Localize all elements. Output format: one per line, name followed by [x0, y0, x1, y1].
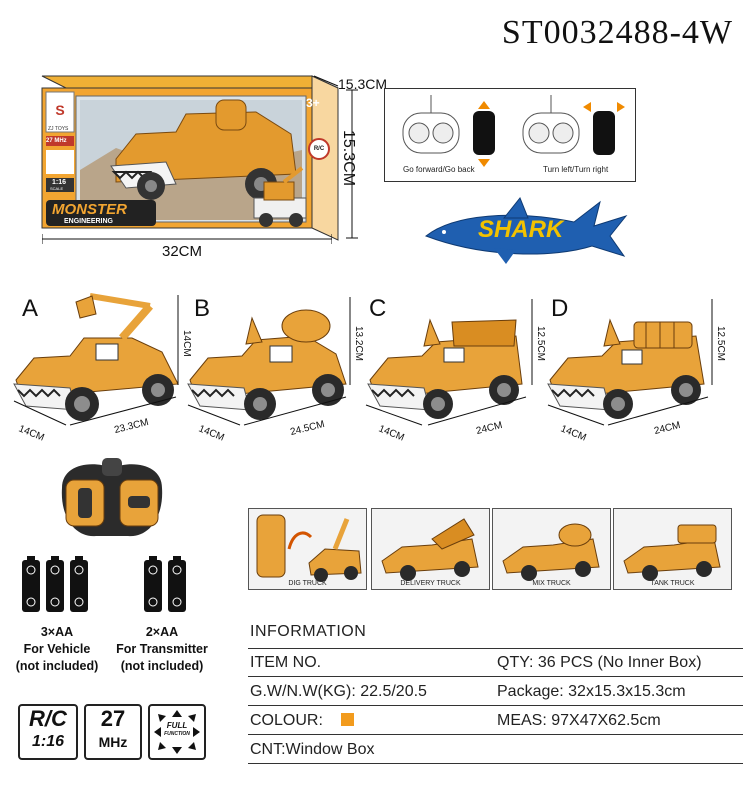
forward-back-arrows-icon — [473, 101, 495, 167]
box-width-label: 32CM — [162, 243, 203, 260]
truck-variant-c — [366, 306, 526, 422]
freq-badge-bottom: MHz — [98, 734, 128, 750]
freq-badge-top: 27 — [100, 706, 126, 731]
svg-text:S: S — [55, 102, 64, 118]
transmitter-battery-text: 2×AA For Transmitter (not included) — [112, 624, 212, 675]
dig-panel-image — [256, 514, 362, 582]
weight-value: G.W/N.W(KG): 22.5/20.5 — [250, 683, 427, 700]
rc-scale-badge: R/C 1:16 — [18, 704, 78, 760]
box-depth-label: 15.3CM — [338, 76, 388, 92]
shark-icon — [424, 197, 628, 264]
variant-dimension-lines — [13, 295, 713, 426]
truck-variant-d — [546, 306, 708, 422]
item-no-label: ITEM NO. — [250, 654, 322, 671]
controls-diagram: Go forward/Go back Turn left/Turn right — [384, 88, 636, 182]
vehicle-batteries-icon — [22, 556, 88, 612]
meas-value: MEAS: 97X47X62.5cm — [497, 712, 661, 729]
dig-truck-image — [13, 293, 179, 421]
variant-letter-d: D — [551, 295, 569, 322]
box-age-badge: 3+ — [306, 96, 320, 110]
box-scale-tag: 1:16 — [52, 179, 67, 186]
information-heading: INFORMATION — [250, 623, 367, 640]
transmitter-batteries-icon — [144, 556, 186, 612]
function-panel-delivery: DELIVERY TRUCK — [371, 508, 490, 590]
info-row-line-4 — [248, 734, 743, 735]
delivery-panel-image — [381, 518, 479, 581]
mix-truck-image — [187, 309, 347, 420]
variant-letter-b: B — [194, 295, 211, 322]
transmitter-battery-for: For Transmitter — [116, 642, 208, 656]
function-panel-dig: DIG TRUCK — [248, 508, 367, 590]
delivery-truck-caption: DELIVERY TRUCK — [400, 580, 461, 587]
info-row-line-5 — [248, 763, 743, 764]
box-height-label: 15.3CM — [340, 130, 357, 187]
vehicle-battery-for: For Vehicle — [23, 642, 91, 656]
controls-drawing — [402, 95, 625, 167]
transmitter-battery-count: 2×AA — [145, 625, 179, 639]
box-rc-badge: R/C — [308, 138, 330, 160]
forward-back-caption: Go forward/Go back — [403, 165, 475, 174]
remote-controller-image — [52, 458, 172, 540]
shark-text: SHARK — [478, 216, 564, 243]
colour-label: COLOUR: — [250, 712, 323, 729]
dig-truck-caption: DIG TRUCK — [288, 580, 327, 587]
package-box-image: S ZJ TOYS 27 MHz 1:16 SCALE MONSTER ENGI… — [36, 70, 346, 245]
info-row-line-2 — [248, 676, 743, 677]
package-box-drawing: S — [41, 75, 339, 241]
variant-letter-c: C — [369, 295, 387, 322]
box-width-line — [42, 234, 332, 244]
rc-badge-top: R/C — [29, 706, 67, 731]
sku-code: ST0032488-4W — [501, 14, 733, 51]
info-row-line-1 — [248, 648, 743, 649]
variant-d-height: 12.5CM — [715, 326, 726, 362]
vehicle-battery-count: 3×AA — [40, 625, 74, 639]
rc-badge-bottom: 1:16 — [31, 733, 65, 750]
variant-b-height: 13.2CM — [353, 326, 364, 362]
func-badge-top: FULL — [166, 721, 188, 730]
remote-icon — [61, 458, 163, 537]
tank-panel-image — [623, 524, 721, 581]
box-maker-label: ZJ TOYS — [48, 126, 69, 132]
package-value: Package: 32x15.3x15.3cm — [497, 683, 686, 700]
cnt-value: CNT:Window Box — [250, 741, 375, 758]
mix-truck-caption: MIX TRUCK — [532, 580, 571, 587]
variant-letter-a: A — [22, 295, 39, 322]
tank-truck-caption: TANK TRUCK — [650, 580, 695, 587]
func-badge-bottom: FUNCTION — [164, 731, 190, 737]
box-brand-bottom: ENGINEERING — [64, 218, 114, 225]
truck-variant-b — [186, 300, 351, 422]
turn-caption: Turn left/Turn right — [543, 165, 609, 174]
box-brand-top: MONSTER — [52, 201, 127, 218]
shark-logo: SHARK — [424, 196, 628, 268]
function-panel-tank: TANK TRUCK — [613, 508, 732, 590]
variant-c-height: 12.5CM — [535, 326, 546, 362]
left-right-arrows-icon — [583, 102, 625, 155]
vehicle-battery-text: 3×AA For Vehicle (not included) — [10, 624, 104, 675]
delivery-truck-image — [367, 318, 523, 419]
variant-a-height: 14CM — [181, 330, 192, 357]
function-panel-mix: MIX TRUCK — [492, 508, 611, 590]
colour-swatch — [341, 713, 354, 726]
box-dimension-lines — [313, 75, 358, 239]
frequency-badge: 27 MHz — [84, 704, 142, 760]
vehicle-battery-note: (not included) — [15, 659, 99, 673]
transmitter-battery-note: (not included) — [120, 659, 204, 673]
full-function-badge: FULL FUNCTION — [148, 704, 206, 760]
box-scale-word: SCALE — [50, 186, 64, 191]
full-function-arrows-icon — [154, 710, 200, 754]
tank-truck-image — [547, 318, 705, 419]
qty-value: QTY: 36 PCS (No Inner Box) — [497, 654, 702, 671]
truck-variant-a — [12, 292, 187, 422]
mix-panel-image — [502, 523, 600, 581]
box-freq-tag: 27 MHz — [46, 138, 67, 144]
info-row-line-3 — [248, 705, 743, 706]
